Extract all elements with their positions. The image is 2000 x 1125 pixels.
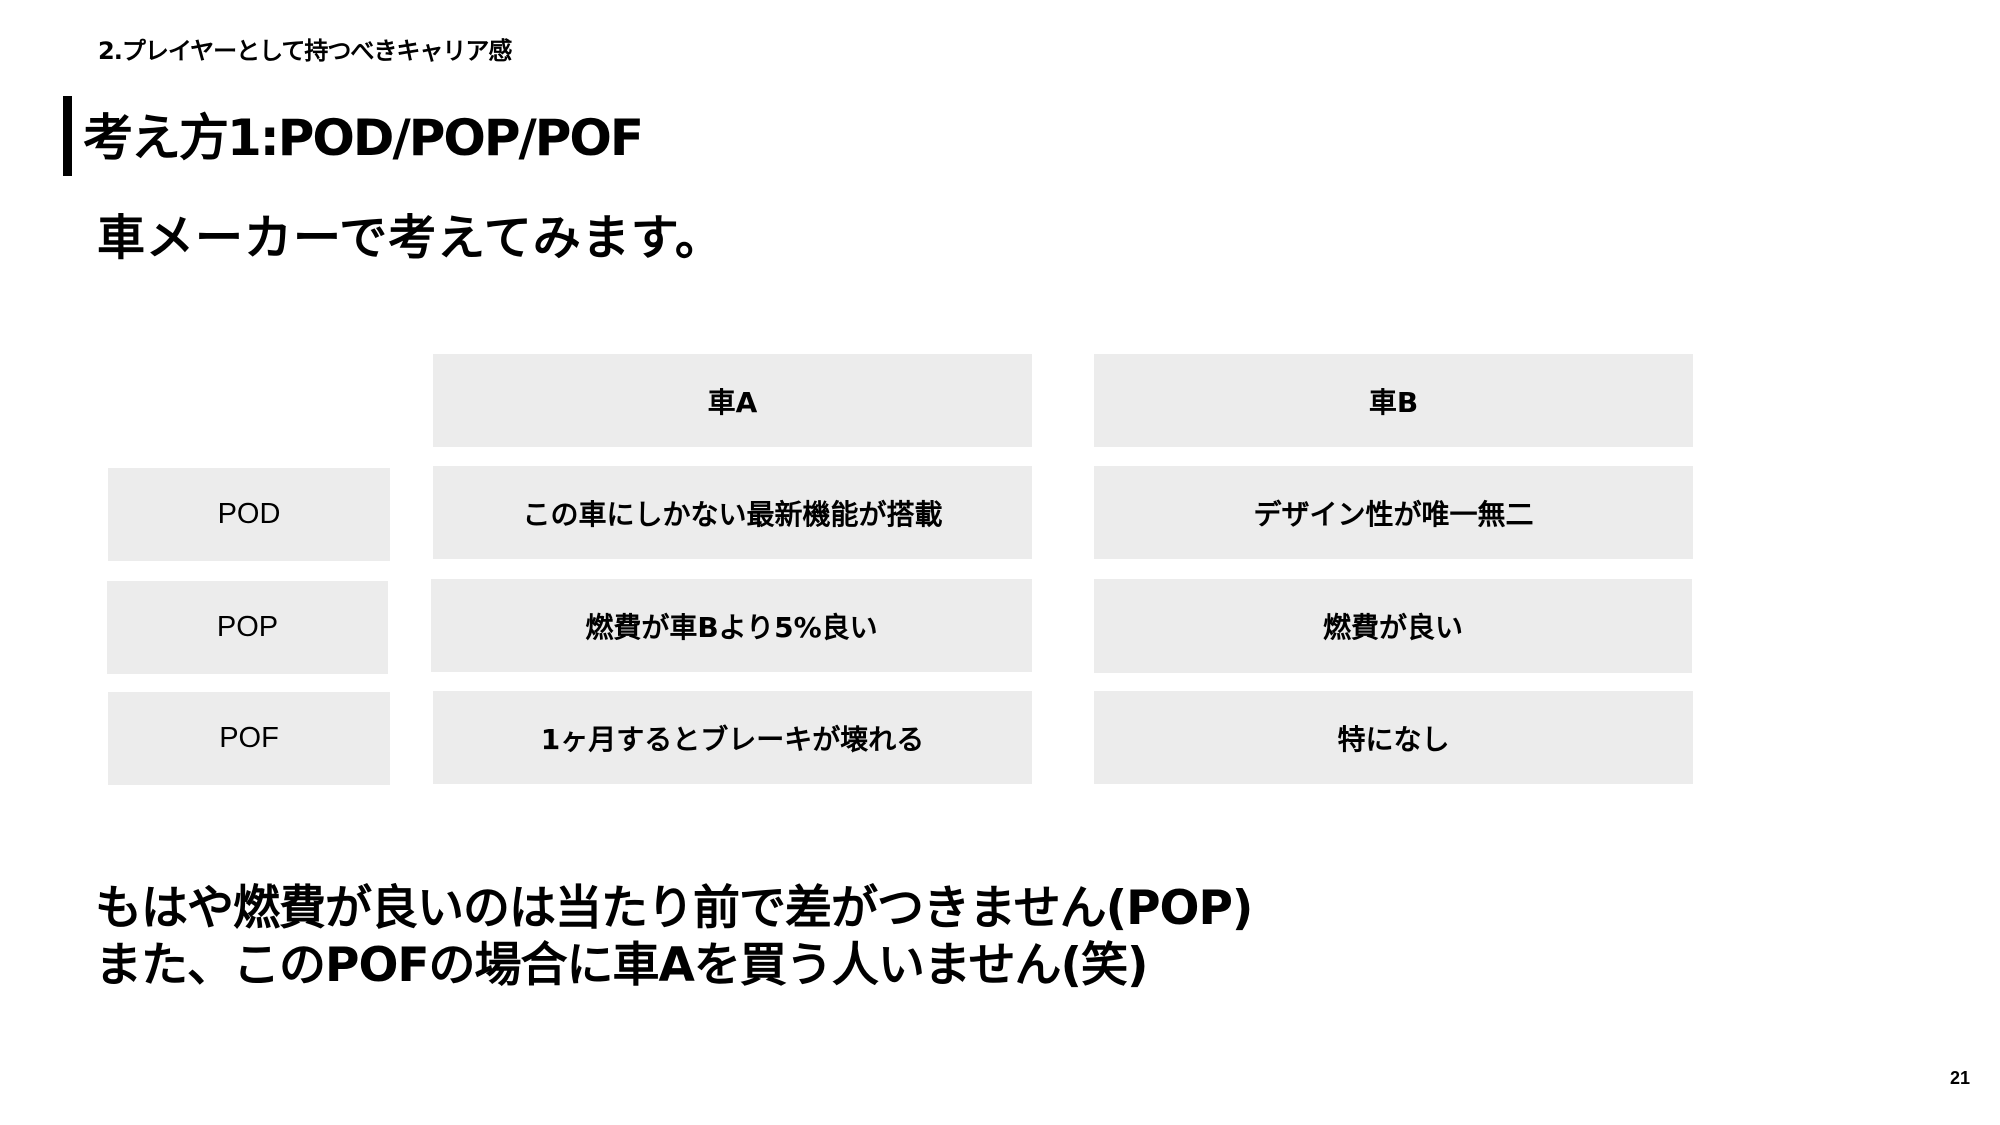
cell-text: 燃費が車Bより5%良い: [585, 610, 878, 644]
conclusion-line: もはや燃費が良いのは当たり前で差がつきません(POP): [95, 881, 1253, 936]
row-label: POD: [217, 498, 281, 530]
cell-text: 燃費が良い: [1322, 611, 1463, 644]
row-label-pof: POF: [108, 692, 390, 785]
row-label: POF: [219, 722, 279, 754]
title-accent-bar: [63, 96, 72, 176]
table-cell: 特になし: [1094, 691, 1693, 784]
row-label-pop: POP: [107, 581, 388, 674]
conclusion-line: また、このPOFの場合に車Aを買う人いません(笑): [95, 938, 1148, 993]
table-cell: デザイン性が唯一無二: [1094, 466, 1693, 559]
table-cell: 燃費が良い: [1094, 579, 1692, 673]
column-header-car-b: 車B: [1094, 354, 1693, 447]
cell-text: デザイン性が唯一無二: [1253, 497, 1534, 531]
conclusion-text: もはや燃費が良いのは当たり前で差がつきません(POP) また、このPOFの場合に…: [95, 880, 1253, 994]
page-number: 21: [1950, 1068, 1971, 1088]
page-title: 考え方1:POD/POP/POF: [83, 109, 644, 167]
row-label-pod: POD: [108, 468, 390, 561]
column-header-label: 車B: [1368, 385, 1419, 419]
table-cell: 燃費が車Bより5%良い: [431, 579, 1032, 672]
column-header-label: 車A: [707, 385, 758, 419]
page-subtitle: 車メーカーで考えてみます。: [97, 210, 724, 266]
cell-text: この車にしかない最新機能が搭載: [522, 497, 943, 531]
row-label: POP: [216, 611, 279, 643]
table-cell: この車にしかない最新機能が搭載: [433, 466, 1032, 559]
breadcrumb: 2.プレイヤーとして持つべきキャリア感: [98, 37, 512, 65]
table-cell: 1ヶ月するとブレーキが壊れる: [433, 691, 1032, 784]
cell-text: 特になし: [1337, 722, 1450, 756]
column-header-car-a: 車A: [433, 354, 1032, 447]
cell-text: 1ヶ月するとブレーキが壊れる: [540, 722, 925, 756]
